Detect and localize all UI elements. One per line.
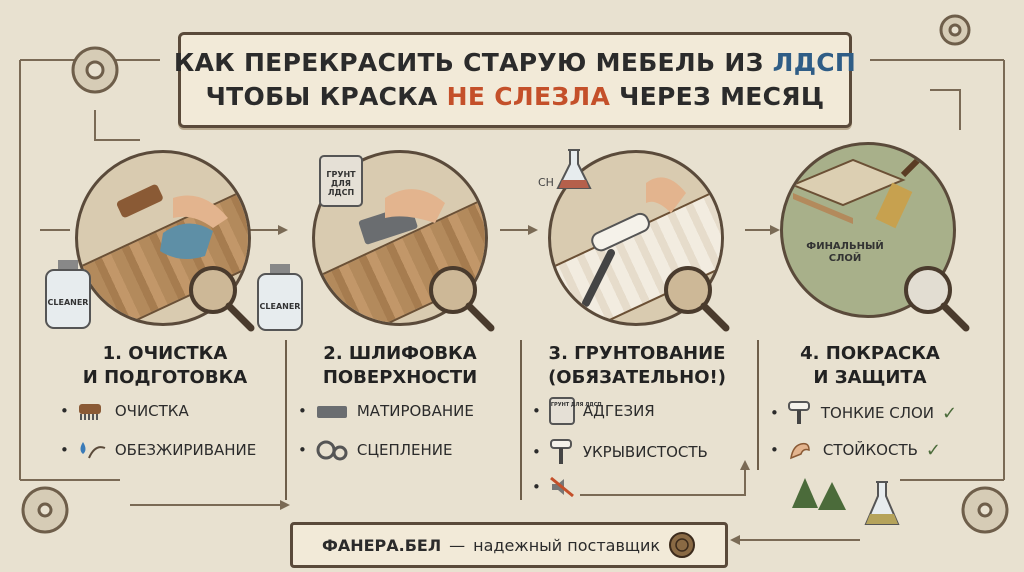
primer-can-label: ГРУНТ ДЛЯ ЛДСП xyxy=(326,170,356,197)
step3-bullet-coverage: • УКРЫВИСТОСТЬ xyxy=(532,438,708,466)
step3-bullet-label: АДГЕЗИЯ xyxy=(582,402,655,420)
bullet-dot-icon: • xyxy=(532,478,541,496)
footer-dash: — xyxy=(449,535,466,555)
title-accent-warning: НЕ СЛЕЗЛА xyxy=(446,82,611,111)
step3-bullet-adhesion: • ГРУНТ ДЛЯ ЛДСП АДГЕЗИЯ xyxy=(532,396,655,426)
step3-title-line1: 3. ГРУНТОВАНИЕ xyxy=(548,343,726,364)
bullet-dot-icon: • xyxy=(298,441,307,459)
magnifier-icon xyxy=(660,262,730,336)
step2-bullet-matting: • МАТИРОВАНИЕ xyxy=(298,400,474,422)
step-divider xyxy=(285,340,287,500)
cleaner-bottle-icon: CLEANER xyxy=(40,258,96,330)
bullet-dot-icon: • xyxy=(770,404,779,422)
step2-bullet-label: СЦЕПЛЕНИЕ xyxy=(356,441,453,459)
bullet-dot-icon: • xyxy=(60,441,69,459)
flask-icon xyxy=(556,148,592,196)
step3-bullet-label: УКРЫВИСТОСТЬ xyxy=(582,443,708,461)
cleaner-label: CLEANER xyxy=(259,302,301,311)
step4-bullet-label: ТОНКИЕ СЛОИ xyxy=(820,404,935,422)
bullet-dot-icon: • xyxy=(60,402,69,420)
chem-label: CH xyxy=(538,176,554,189)
step1-bullet-label: ОЧИСТКА xyxy=(114,402,189,420)
degrease-hand-icon xyxy=(80,442,106,459)
step-divider xyxy=(757,340,759,470)
final-layer-label: ФИНАЛЬНЫЙ СЛОЙ xyxy=(806,241,884,264)
step4-title-line2: И ЗАЩИТА xyxy=(813,367,927,388)
brush-icon xyxy=(78,404,101,420)
step3-bullet-no-smell: • xyxy=(532,476,575,498)
sanding-block-icon xyxy=(316,406,347,418)
roller-icon xyxy=(549,439,572,464)
title-text: КАК ПЕРЕКРАСИТЬ СТАРУЮ МЕБЕЛЬ ИЗ xyxy=(173,48,773,77)
cleaner-label: CLEANER xyxy=(47,298,89,307)
wood-logo-icon xyxy=(669,532,696,558)
title-line-2: ЧТОБЫ КРАСКА НЕ СЛЕЗЛА ЧЕРЕЗ МЕСЯЦ xyxy=(206,80,825,114)
step1-title: 1. ОЧИСТКА И ПОДГОТОВКА xyxy=(60,342,270,390)
primer-can-icon: ГРУНТ ДЛЯ ЛДСП xyxy=(548,396,602,426)
step1-bullet-degreasing: • ОБЕЗЖИРИВАНИЕ xyxy=(60,438,256,462)
magnifier-icon xyxy=(900,262,970,336)
muted-icon xyxy=(549,476,574,498)
title-accent-ldsp: ЛДСП xyxy=(772,48,857,77)
magnifier-icon xyxy=(425,262,495,336)
step1-bullet-cleaning: • ОЧИСТКА xyxy=(60,400,189,422)
gears-icon xyxy=(316,440,348,461)
step-divider xyxy=(520,340,522,500)
step3-title: 3. ГРУНТОВАНИЕ (ОБЯЗАТЕЛЬНО!) xyxy=(527,342,747,390)
step4-bullet-durability: • СТОЙКОСТЬ ✓ xyxy=(770,438,941,462)
step2-title-line1: 2. ШЛИФОВКА xyxy=(323,343,477,364)
magnifier-icon xyxy=(185,262,255,336)
step2-title: 2. ШЛИФОВКА ПОВЕРХНОСТИ xyxy=(295,342,505,390)
footer-box: ФАНЕРА.БЕЛ — надежный поставщик xyxy=(290,522,728,568)
step2-bullet-adhesion: • СЦЕПЛЕНИЕ xyxy=(298,438,452,462)
title-text: ЧЕРЕЗ МЕСЯЦ xyxy=(610,82,825,111)
step2-title-line2: ПОВЕРХНОСТИ xyxy=(322,367,478,388)
strength-arm-icon xyxy=(789,442,810,460)
bullet-dot-icon: • xyxy=(770,441,779,459)
footer-tagline: надежный поставщик xyxy=(473,535,661,555)
step3-title-line2: (ОБЯЗАТЕЛЬНО!) xyxy=(548,367,726,388)
footer-brand: ФАНЕРА.БЕЛ xyxy=(321,535,442,555)
step1-title-line1: 1. ОЧИСТКА xyxy=(102,343,228,364)
title-line-1: КАК ПЕРЕКРАСИТЬ СТАРУЮ МЕБЕЛЬ ИЗ ЛДСП xyxy=(174,46,856,80)
cleaner-bottle-icon: CLEANER xyxy=(252,262,308,332)
step4-bullet-thin-layers: • ТОНКИЕ СЛОИ ✓ xyxy=(770,400,957,426)
primer-can-illustration: ГРУНТ ДЛЯ ЛДСП xyxy=(318,152,364,208)
step4-bullet-label: СТОЙКОСТЬ xyxy=(822,441,918,459)
checkmark-icon: ✓ xyxy=(942,402,958,424)
step2-bullet-label: МАТИРОВАНИЕ xyxy=(356,402,474,420)
roller-icon xyxy=(787,401,810,424)
bullet-dot-icon: • xyxy=(532,443,541,461)
step4-title-line1: 4. ПОКРАСКА xyxy=(800,343,940,364)
primer-can-icon-label: ГРУНТ ДЛЯ ЛДСП xyxy=(550,402,602,408)
step4-title: 4. ПОКРАСКА И ЗАЩИТА xyxy=(765,342,975,390)
bullet-dot-icon: • xyxy=(532,402,541,420)
step1-title-line2: И ПОДГОТОВКА xyxy=(82,367,248,388)
title-banner: КАК ПЕРЕКРАСИТЬ СТАРУЮ МЕБЕЛЬ ИЗ ЛДСП ЧТ… xyxy=(174,32,856,128)
flask-icon xyxy=(864,481,900,525)
bullet-dot-icon: • xyxy=(298,402,307,420)
title-text: ЧТОБЫ КРАСКА xyxy=(205,82,447,111)
trees-icon xyxy=(792,478,846,510)
step1-bullet-label: ОБЕЗЖИРИВАНИЕ xyxy=(114,441,257,459)
checkmark-icon: ✓ xyxy=(925,439,941,461)
